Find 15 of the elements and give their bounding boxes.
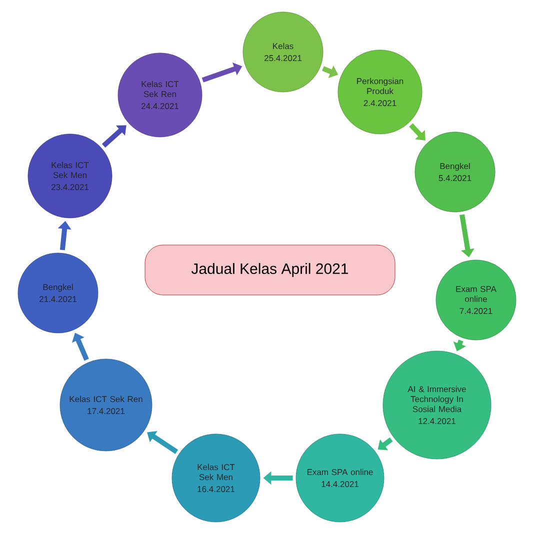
circle-node: Kelas ICT Sek Ren 17.4.2021 xyxy=(60,358,152,452)
circle-node: Kelas ICT Sek Ren 24.4.2021 xyxy=(118,52,202,138)
circle-node: AI & Immersive Technology In Sosial Media 12.4.2021 xyxy=(382,350,492,460)
arrow xyxy=(378,437,393,450)
circle-node: Perkongsian Produk 2.4.2021 xyxy=(338,50,422,134)
circle-node: Kelas 25.4.2021 xyxy=(242,12,324,92)
circle-node: Exam SPA online 7.4.2021 xyxy=(436,260,516,340)
circle-node: Bengkel 21.4.2021 xyxy=(18,252,98,334)
circle-node: Exam SPA online 14.4.2021 xyxy=(296,434,384,522)
circle-node: Kelas ICT Sek Men 16.4.2021 xyxy=(172,434,260,522)
circle-node: Kelas ICT Sek Men 23.4.2021 xyxy=(28,134,112,218)
title-box: Jadual Kelas April 2021 xyxy=(144,244,396,296)
arrow xyxy=(409,123,426,140)
circle-node: Bengkel 5.4.2021 xyxy=(414,132,496,212)
arrow xyxy=(102,125,126,148)
